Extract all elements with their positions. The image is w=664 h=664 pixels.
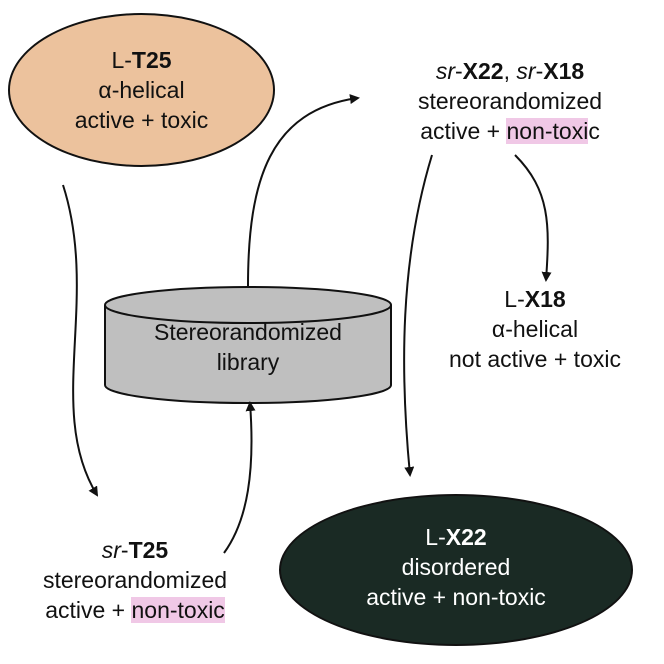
node-lx18-structure: α-helical — [491, 316, 579, 342]
node-srx-prefix1: sr — [435, 58, 455, 84]
node-srt25-sep: - — [120, 537, 129, 563]
library-cylinder-top — [104, 286, 392, 324]
node-srx-activity: active + non-toxic — [360, 116, 660, 146]
node-lx18-text: L-X18 α-helical not active + toxic — [410, 284, 660, 374]
node-srx-prefix2: sr — [516, 58, 536, 84]
node-srt25-title: sr-T25 — [0, 535, 270, 565]
node-srt25-activity: active + non-toxic — [0, 595, 270, 625]
node-lx22-prefix: L- — [425, 524, 446, 550]
arrow-srx-to-lx22 — [403, 154, 433, 477]
node-lx18-activity: not active + toxic — [449, 346, 621, 372]
node-srt25-prefix: sr — [101, 537, 121, 563]
library-label-line1: Stereorandomized — [154, 319, 342, 345]
node-srt25-text: sr-T25 stereorandomized active + non-tox… — [0, 535, 270, 625]
library-label-line2: library — [216, 349, 280, 375]
node-lx18-title: L-X18 — [410, 284, 660, 314]
library-label: Stereorandomized library — [105, 317, 391, 377]
node-lt25-activity: active + toxic — [74, 107, 209, 133]
node-lx22-text: L-X22 disordered active + non-toxic — [279, 522, 633, 612]
node-srx-structure: stereorandomized — [417, 88, 603, 114]
arrow-srt25-to-library — [223, 401, 256, 554]
node-srx-name1: X22 — [462, 58, 504, 84]
node-lx22-activity: active + non-toxic — [366, 584, 546, 610]
node-lx18-name: X18 — [524, 286, 566, 312]
node-lt25-structure: α-helical — [98, 77, 185, 103]
node-lx22-title: L-X22 — [279, 522, 633, 552]
node-srx-sep2: - — [535, 58, 544, 84]
node-srx-text: sr-X22, sr-X18 stereorandomized active +… — [360, 56, 660, 146]
node-srx-name2: X18 — [543, 58, 585, 84]
node-lt25-title: L-T25 — [8, 45, 275, 75]
library-cylinder — [104, 286, 392, 404]
node-srt25-activity-pre: active + — [45, 597, 132, 623]
node-srx-sep1: - — [455, 58, 463, 84]
arrow-library-to-srx — [247, 94, 360, 287]
node-srt25-structure: stereorandomized — [42, 567, 228, 593]
node-lt25-ellipse — [8, 13, 275, 167]
node-srx-activity-pre: active + — [420, 118, 507, 144]
node-srx-highlight: non-toxi — [506, 118, 589, 144]
arrow-lt25-to-srt25 — [62, 184, 99, 497]
node-lx18-prefix: L- — [504, 286, 525, 312]
node-lx22-ellipse — [279, 494, 633, 646]
node-srx-comma: , — [503, 58, 517, 84]
node-srx-activity-post: c — [588, 118, 600, 144]
node-lt25-name: T25 — [131, 47, 172, 73]
node-lx22-name: X22 — [445, 524, 487, 550]
node-srt25-highlight: non-toxic — [131, 597, 225, 623]
node-lx22-structure: disordered — [401, 554, 511, 580]
node-srt25-name: T25 — [128, 537, 169, 563]
arrow-srx-to-lx18 — [514, 154, 552, 282]
node-srx-title: sr-X22, sr-X18 — [360, 56, 660, 86]
node-lt25-text: L-T25 α-helical active + toxic — [8, 45, 275, 135]
node-lt25-prefix: L- — [111, 47, 132, 73]
